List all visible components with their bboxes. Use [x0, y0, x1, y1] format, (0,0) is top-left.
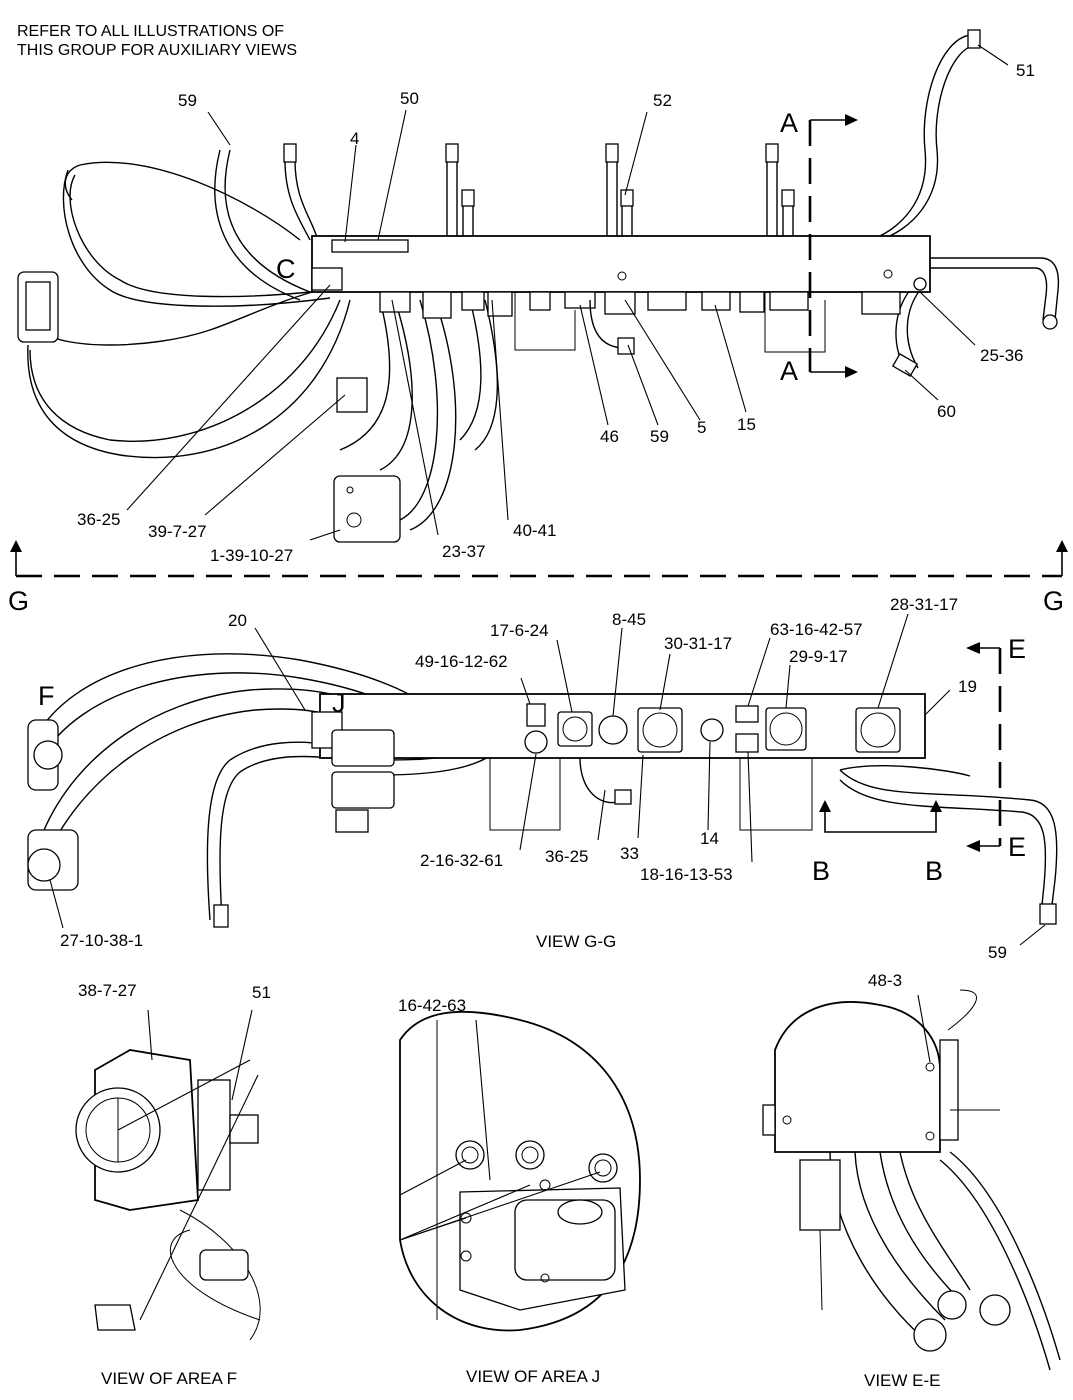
callout-49-16-12-62: 49-16-12-62: [415, 652, 508, 671]
callout-16-42-63: 16-42-63: [398, 996, 467, 1015]
section-marker-e-bottom: E: [1008, 832, 1027, 862]
leader-lines: [49, 44, 1046, 1321]
callout-59-top: 59: [178, 91, 197, 110]
callout-20: 20: [228, 611, 247, 630]
section-marker-a-bottom: A: [780, 356, 799, 386]
view-title-area-j: VIEW OF AREA J: [466, 1367, 601, 1386]
section-marker-b-right: B: [925, 856, 944, 886]
callout-2-16-32-61: 2-16-32-61: [420, 851, 504, 870]
callout-60: 60: [937, 402, 956, 421]
section-marker-j: J: [332, 688, 346, 718]
callout-59-gg: 59: [988, 943, 1007, 962]
view-gg: [27, 653, 1058, 928]
callout-36-25: 36-25: [77, 510, 121, 529]
callout-48-3: 48-3: [868, 971, 903, 990]
callout-36-25-gg: 36-25: [545, 847, 589, 866]
section-marker-a-top: A: [780, 108, 799, 138]
section-line-b: [819, 800, 942, 833]
view-area-j: [399, 1010, 641, 1332]
callout-40-41: 40-41: [513, 521, 557, 540]
callout-14: 14: [700, 829, 719, 848]
section-marker-g-left: G: [8, 586, 30, 616]
callout-38-7-27: 38-7-27: [78, 981, 137, 1000]
callout-4: 4: [350, 129, 360, 148]
section-marker-b-left: B: [812, 856, 831, 886]
callout-23-37: 23-37: [442, 542, 486, 561]
view-area-f: [75, 1049, 261, 1341]
section-marker-e-top: E: [1008, 634, 1027, 664]
callout-27-10-38-1: 27-10-38-1: [60, 931, 144, 950]
view-title-ee: VIEW E-E: [864, 1371, 941, 1390]
callout-1-39-10-27: 1-39-10-27: [210, 546, 294, 565]
callout-51-top: 51: [1016, 61, 1035, 80]
callout-18-16-13-53: 18-16-13-53: [640, 865, 733, 884]
callout-25-36: 25-36: [980, 346, 1024, 365]
callout-29-9-17: 29-9-17: [789, 647, 848, 666]
section-line-e: [966, 642, 1002, 852]
callout-46: 46: [600, 427, 619, 446]
callout-5: 5: [697, 418, 707, 437]
callout-39-7-27: 39-7-27: [148, 522, 207, 541]
section-marker-g-right: G: [1043, 586, 1065, 616]
header-note-line1: REFER TO ALL ILLUSTRATIONS OF: [17, 23, 285, 40]
callout-30-31-17: 30-31-17: [664, 634, 733, 653]
callout-52: 52: [653, 91, 672, 110]
view-title-area-f: VIEW OF AREA F: [101, 1369, 238, 1388]
callout-15: 15: [737, 415, 756, 434]
callout-51-detail: 51: [252, 983, 271, 1002]
main-harness-view: [17, 29, 1060, 543]
header-note-line2: THIS GROUP FOR AUXILIARY VIEWS: [17, 42, 298, 60]
callout-28-31-17: 28-31-17: [890, 595, 959, 614]
section-marker-f: F: [38, 681, 55, 711]
section-line-a: [808, 114, 858, 378]
callout-19: 19: [958, 677, 977, 696]
callout-33: 33: [620, 844, 639, 863]
section-marker-c: C: [276, 254, 296, 284]
callout-8-45: 8-45: [612, 610, 647, 629]
callout-59-mid: 59: [650, 427, 669, 446]
header-note: REFER TO ALL ILLUSTRATIONS OF THIS GROUP…: [17, 22, 297, 60]
view-ee: [762, 989, 1061, 1371]
view-title-gg: VIEW G-G: [536, 932, 617, 951]
callout-63-16-42-57: 63-16-42-57: [770, 620, 863, 639]
callout-50: 50: [400, 89, 419, 108]
callout-17-6-24: 17-6-24: [490, 621, 549, 640]
section-line-g: [10, 540, 1068, 578]
